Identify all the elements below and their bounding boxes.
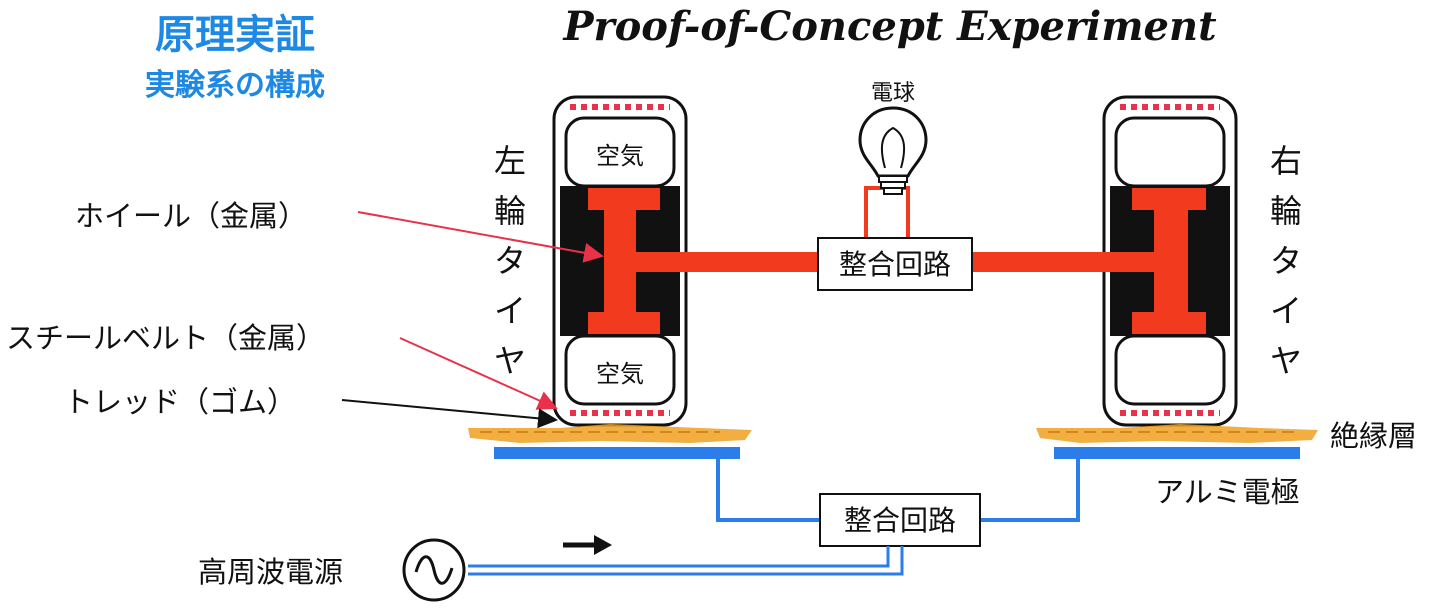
- source-feed: [468, 546, 904, 576]
- tread-label: トレッド（ゴム）: [64, 385, 296, 419]
- tread-leader: [341, 399, 558, 429]
- insulation-left: [468, 424, 752, 443]
- electrode-right: [1054, 447, 1300, 459]
- bulb-label: 電球: [871, 81, 915, 106]
- title-en: Proof-of-Concept Experiment: [562, 3, 1217, 50]
- svg-text:ヤ: ヤ: [1270, 342, 1302, 380]
- subtitle-jp: 実験系の構成: [145, 68, 325, 103]
- svg-text:左: 左: [494, 142, 526, 180]
- left-tire: 空気 空気: [552, 95, 688, 427]
- svg-text:ヤ: ヤ: [494, 342, 526, 380]
- svg-text:タ: タ: [494, 242, 526, 280]
- axle-left: [636, 252, 818, 272]
- svg-text:右: 右: [1270, 142, 1302, 180]
- svg-text:タ: タ: [1270, 242, 1302, 280]
- arrow-right-icon: [563, 535, 612, 555]
- right-tire-label: 右 輪 タ イ ヤ: [1270, 142, 1302, 380]
- ac-source-icon: [402, 538, 466, 602]
- lightbulb-icon: [858, 106, 928, 195]
- electrode-wires: [716, 459, 1080, 522]
- left-tire-label: 左 輪 タ イ ヤ: [494, 142, 526, 380]
- wheel-label: ホイール（金属）: [75, 199, 307, 233]
- left-air-bottom-label: 空気: [596, 360, 644, 388]
- title-jp: 原理実証: [155, 12, 315, 58]
- insulation-right: [1036, 424, 1318, 443]
- electrode-left: [494, 447, 740, 459]
- axle-right: [972, 252, 1154, 272]
- steel-belt-leader: [399, 337, 558, 410]
- svg-text:輪: 輪: [494, 192, 526, 230]
- left-wheel: [588, 188, 660, 334]
- svg-text:イ: イ: [1270, 292, 1302, 330]
- svg-text:イ: イ: [494, 292, 526, 330]
- right-tire: [1102, 95, 1238, 427]
- matching-circuit-top-label: 整合回路: [839, 248, 951, 281]
- right-wheel: [1132, 188, 1206, 334]
- matching-circuit-bottom: [819, 493, 981, 547]
- svg-text:輪: 輪: [1270, 192, 1302, 230]
- bulb-wires: [864, 186, 910, 238]
- steel-belt-label: スチールベルト（金属）: [6, 321, 325, 355]
- electrode-label: アルミ電極: [1155, 475, 1300, 509]
- insulation-label: 絶縁層: [1330, 419, 1417, 453]
- wheel-leader: [357, 211, 604, 263]
- left-air-bottom: [564, 334, 676, 406]
- left-air-top-label: 空気: [596, 142, 644, 170]
- matching-circuit-top: [817, 237, 973, 291]
- matching-circuit-bottom-label: 整合回路: [844, 504, 956, 537]
- hf-source-label: 高周波電源: [198, 555, 343, 589]
